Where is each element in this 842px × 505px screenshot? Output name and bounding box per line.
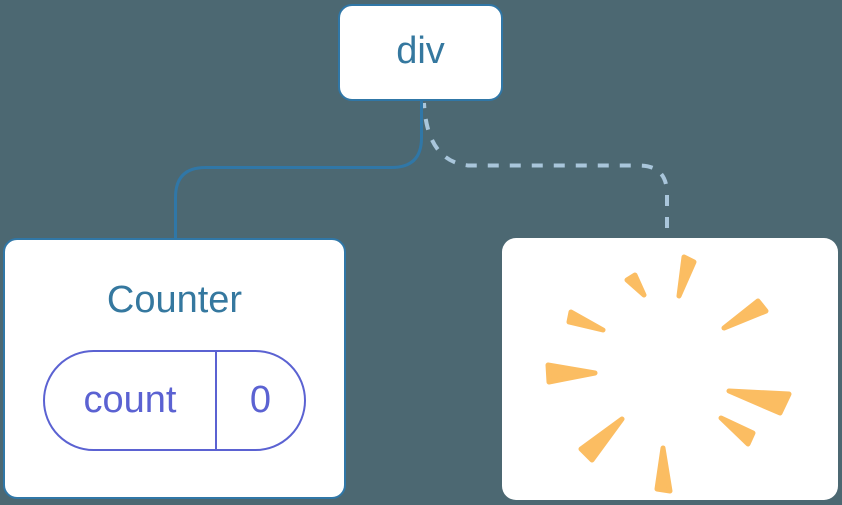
edge-dashed-removed-child [422,102,669,239]
tree-node-div: div [338,4,503,101]
state-value-label: 0 [249,378,272,421]
root-node-label: div [396,29,445,72]
tree-node-counter: Counter count 0 [3,238,346,499]
state-badge: count 0 [43,349,306,451]
edge-solid-counter-child [174,100,423,239]
poof-icon [545,254,792,494]
counter-title: Counter [106,279,243,321]
state-key-label: count [45,351,217,449]
tree-node-removed [502,238,838,500]
